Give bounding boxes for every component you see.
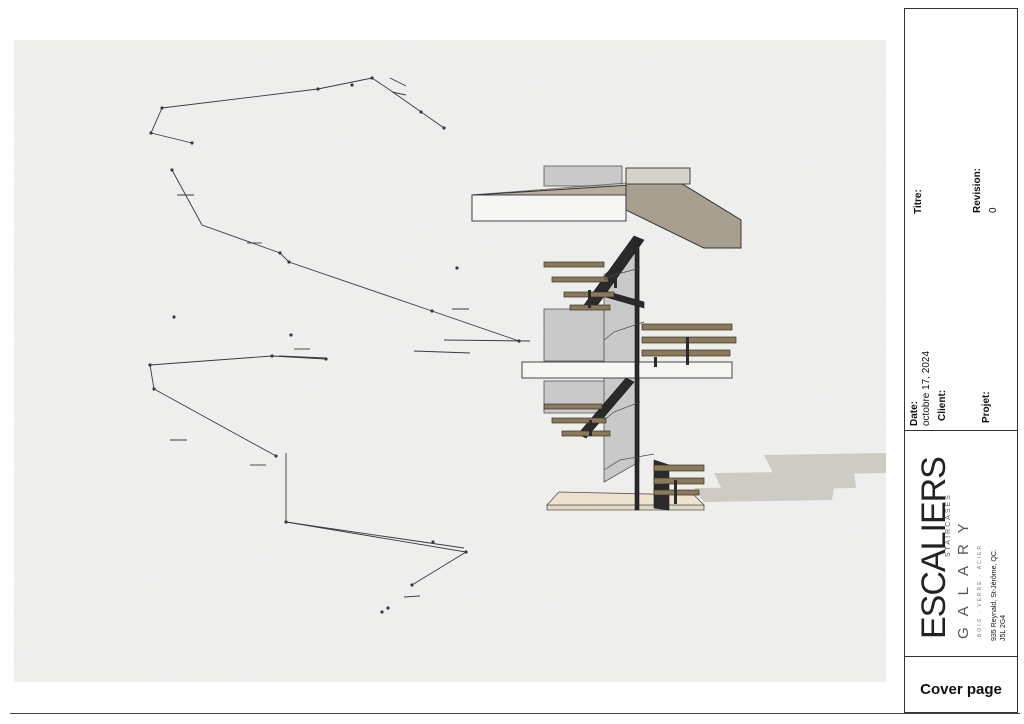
title-block: Titre: Revision: 0 Date: octobre 17, 202… <box>904 8 1018 713</box>
logo-sub-brand: GALARY <box>955 512 972 639</box>
projet-label: Projet: <box>981 391 992 423</box>
titre-label: Titre: <box>913 189 924 214</box>
client-label: Client: <box>937 389 948 421</box>
upper-slab <box>471 167 742 249</box>
construction-lines <box>149 77 531 598</box>
date-label: Date: <box>909 400 920 426</box>
floor-shadow <box>694 453 886 502</box>
revision-label: Revision: <box>972 167 983 213</box>
title-block-divider-cover <box>905 656 1017 657</box>
landing-slab <box>521 361 733 379</box>
drawing-viewport <box>14 40 886 682</box>
staircase-drawing <box>14 40 886 682</box>
sheet-name: Cover page <box>920 680 1002 698</box>
company-postal-code: J5L 2G4 <box>1000 614 1007 641</box>
bottom-border-rule <box>10 713 1020 714</box>
title-block-divider-info <box>905 430 1017 431</box>
logo-staircases-tag: STAIRCASES <box>945 493 952 557</box>
paper-texture <box>14 40 886 682</box>
logo-materials-tag: BOIS · VERRE · ACIER <box>977 543 983 637</box>
handrail-lines <box>603 267 655 471</box>
date-value: octobre 17, 2024 <box>921 350 932 426</box>
tread-supports <box>588 268 689 504</box>
revision-value: 0 <box>988 207 999 213</box>
company-address: 935 Reynald, St-Jérôme, QC. <box>991 549 998 641</box>
dimension-ticks <box>148 76 521 614</box>
